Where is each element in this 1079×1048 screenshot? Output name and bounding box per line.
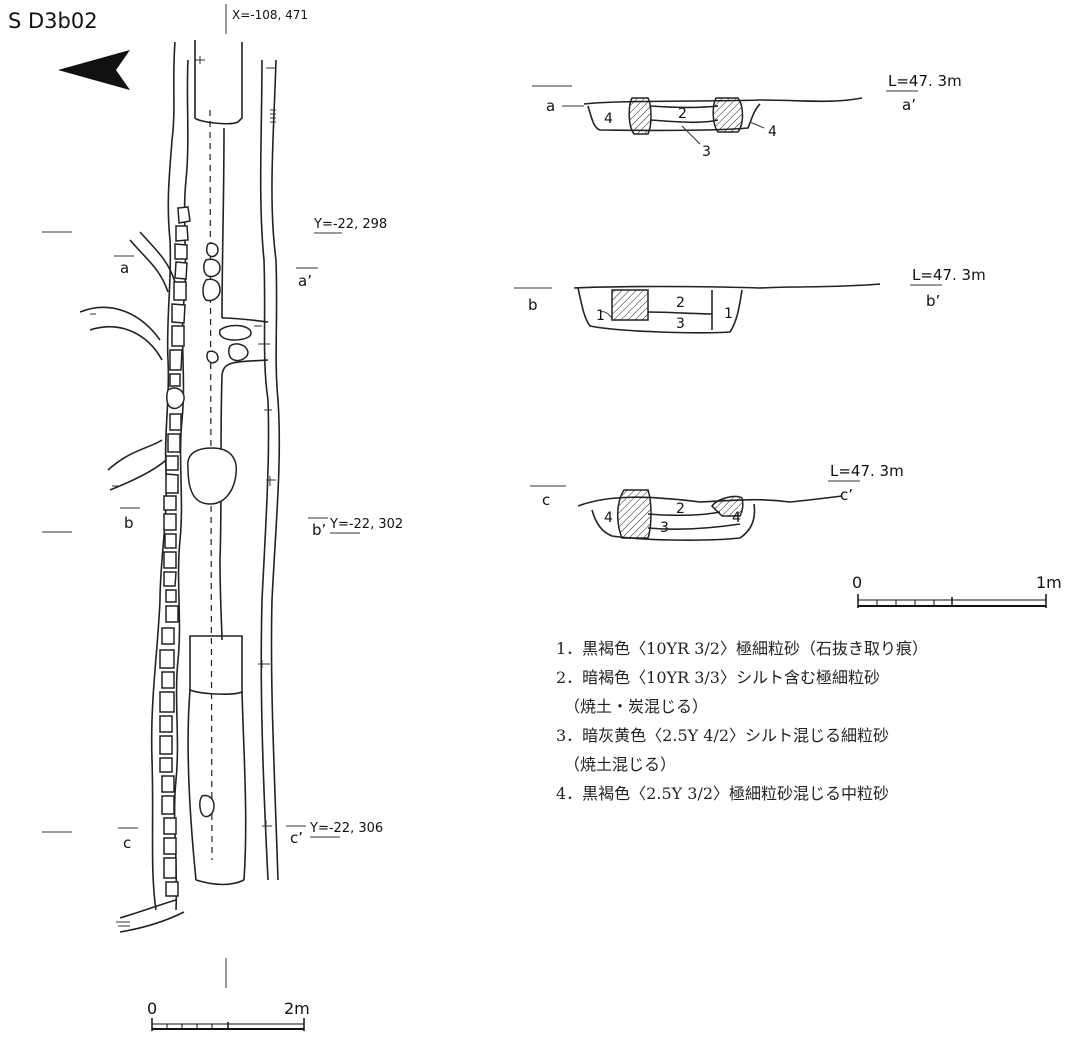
legend-item-1: 1．黒褐色〈10YR 3/2〉極細粒砂（石抜き取り痕）: [556, 639, 928, 658]
section-a-layer-1: 4: [604, 111, 613, 127]
lower-channel-edges: [187, 689, 247, 881]
lower-channel-end: [195, 879, 245, 886]
section-scale-end: 1m: [1036, 573, 1062, 592]
ditch-left-edge: [150, 41, 176, 911]
legend-item-2-note: （焼土・炭混じる）: [556, 697, 709, 716]
section-scale-bar: [857, 594, 1047, 608]
branch-bottom-left: [119, 899, 185, 933]
plan-scale-end: 2m: [284, 999, 310, 1018]
stone-line-edge: [173, 59, 189, 911]
section-a: a 4 2 3 4 L=47. 3m a’: [532, 72, 962, 160]
plan-a-right: a’: [298, 272, 312, 290]
north-arrow-icon: [58, 50, 130, 90]
hachure-ticks: [90, 56, 276, 927]
plan-scale-zero: 0: [147, 999, 157, 1018]
soil-legend: 1．黒褐色〈10YR 3/2〉極細粒砂（石抜き取り痕） 2．暗褐色〈10YR 3…: [556, 634, 1056, 808]
section-b-layer-4: 1: [724, 306, 733, 322]
section-a-level: L=47. 3m: [888, 72, 962, 90]
section-b: b 1 2 3 1 L=47. 3m b’: [514, 266, 986, 334]
branch-a-left: [129, 231, 176, 293]
section-c-layer-1: 4: [604, 510, 613, 526]
section-b-left: b: [528, 296, 538, 314]
legend-item-2: 2．暗褐色〈10YR 3/3〉シルト含む極細粒砂: [556, 668, 880, 687]
branch-lower-left: [107, 439, 167, 491]
coord-y3-label: Y=-22, 306: [309, 821, 383, 836]
section-c-layer-3: 3: [660, 520, 669, 536]
section-scale-zero: 0: [852, 573, 862, 592]
section-b-level: L=47. 3m: [912, 266, 986, 284]
cross-channel-upper: [221, 317, 269, 376]
plan-c-left: c: [123, 834, 131, 852]
section-a-layer-3: 3: [702, 144, 711, 160]
ditch-right-edge: [270, 59, 281, 881]
stone-row: [159, 206, 252, 897]
lower-box: [189, 635, 243, 695]
section-b-layer-2: 2: [676, 295, 685, 311]
branch-upper-left: [79, 306, 163, 361]
section-c: c 4 2 3 4 L=47. 3m c’: [530, 462, 904, 541]
section-b-layer-3: 3: [676, 316, 685, 332]
plan-b-right: b’: [312, 521, 326, 539]
section-c-left: c: [542, 491, 550, 509]
section-a-layer-4: 4: [768, 124, 777, 140]
coord-x-label: X=-108, 471: [232, 8, 308, 22]
section-c-layer-4: 4: [732, 510, 741, 526]
plan-c-right: c’: [290, 829, 303, 847]
channel-right-inner: [259, 59, 270, 881]
section-a-left: a: [546, 97, 555, 115]
plan-drawing: X=-108, 471: [42, 4, 403, 1031]
section-c-level: L=47. 3m: [830, 462, 904, 480]
plan-scale-bar: [151, 1018, 305, 1031]
section-b-right: b’: [926, 292, 940, 310]
section-c-right: c’: [840, 486, 853, 504]
section-a-right: a’: [902, 96, 916, 114]
channel-top-box: [194, 40, 243, 125]
legend-item-4: 4．黒褐色〈2.5Y 3/2〉極細粒砂混じる中粒砂: [556, 784, 890, 803]
coord-y1-label: Y=-22, 298: [313, 217, 387, 232]
coord-y2-label: Y=-22, 302: [329, 517, 403, 532]
plan-a-left: a: [120, 259, 129, 277]
pit-feature: [187, 447, 238, 505]
section-c-layer-2: 2: [676, 501, 685, 517]
plan-b-left: b: [124, 514, 134, 532]
figure-title: S D3b02: [8, 9, 98, 33]
legend-item-3: 3．暗灰黄色〈2.5Y 4/2〉シルト混じる細粒砂: [556, 726, 890, 745]
section-a-layer-2: 2: [678, 106, 687, 122]
channel-left-inner: [219, 127, 225, 641]
section-b-layer-1: 1: [596, 308, 605, 324]
legend-item-3-note: （焼土混じる）: [556, 755, 677, 774]
